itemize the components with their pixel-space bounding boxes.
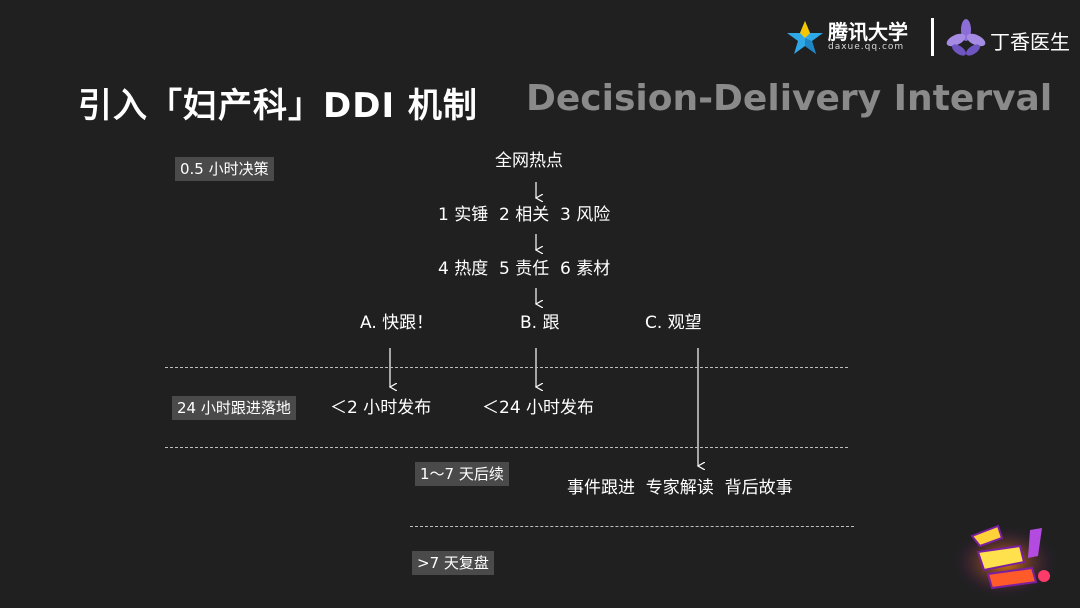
tencent-logo-sub: daxue.qq.com xyxy=(828,42,905,52)
tencent-logo-text: 腾讯大学 xyxy=(828,20,908,44)
option-c: C. 观望 xyxy=(645,313,702,333)
publish-b: ＜24 小时发布 xyxy=(482,398,595,418)
dxy-flower-icon xyxy=(946,19,986,56)
separator-24h xyxy=(165,447,848,448)
follow-up-content: 事件跟进 专家解读 背后故事 xyxy=(567,478,793,498)
flow-criteria-row1: 1 实锤 2 相关 3 风险 xyxy=(438,205,611,225)
dxy-logo: 丁香医生 xyxy=(946,18,1076,58)
tag-decision: 0.5 小时决策 xyxy=(175,157,274,181)
option-a: A. 快跟！ xyxy=(360,313,434,333)
tag-follow-up-24h: 24 小时跟进落地 xyxy=(172,396,296,420)
slide-subtitle: Decision-Delivery Interval xyxy=(526,78,1053,119)
dxy-logo-text: 丁香医生 xyxy=(990,30,1070,54)
tag-follow-up-1-7d: 1～7 天后续 xyxy=(415,462,509,486)
flow-criteria-row2: 4 热度 5 责任 6 素材 xyxy=(438,259,611,279)
separator-1-7d xyxy=(410,526,854,527)
option-b: B. 跟 xyxy=(520,313,560,333)
flow-source: 全网热点 xyxy=(495,151,563,171)
event-badge-logo xyxy=(953,524,1057,598)
separator-decision xyxy=(165,367,848,368)
tag-review: >7 天复盘 xyxy=(412,551,494,575)
tencent-star-icon xyxy=(787,21,823,54)
publish-a: ＜2 小时发布 xyxy=(330,398,432,418)
slide-title: 引入「妇产科」DDI 机制 xyxy=(78,86,478,126)
logo-divider xyxy=(931,18,934,56)
tencent-university-logo: 腾讯大学 daxue.qq.com xyxy=(786,18,926,58)
